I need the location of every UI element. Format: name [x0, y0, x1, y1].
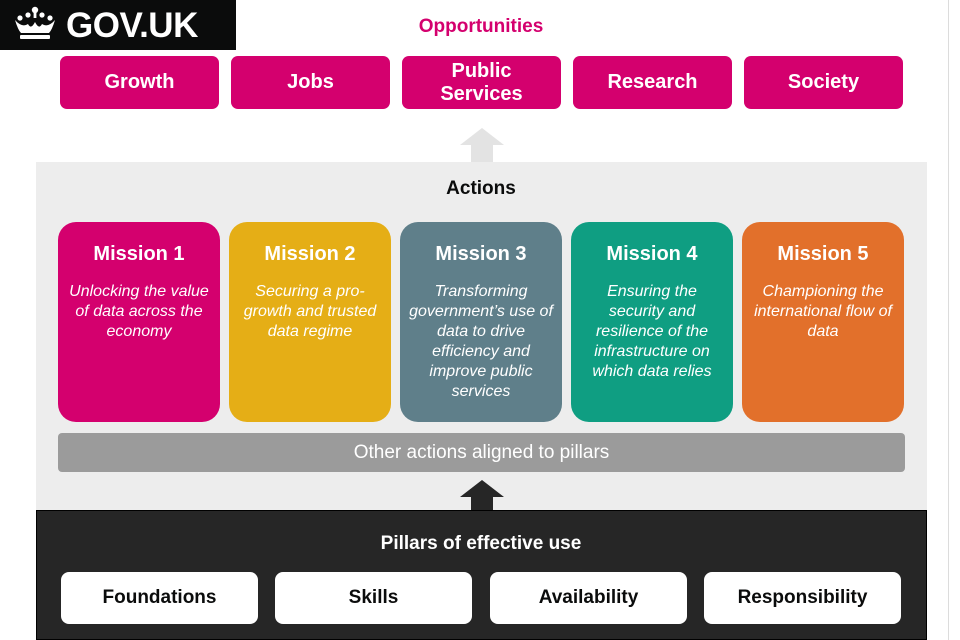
- pillar-foundations: Foundations: [61, 572, 258, 624]
- opportunity-research: Research: [573, 56, 732, 109]
- pillar-skills: Skills: [275, 572, 472, 624]
- arrow-up-dark-icon: [460, 480, 504, 516]
- mission-title: Mission 4: [606, 243, 698, 265]
- mission-title: Mission 2: [264, 243, 356, 265]
- arrow-up-light-icon: [460, 128, 504, 164]
- actions-title: Actions: [446, 178, 516, 199]
- mission-4-card: Mission 4 Ensuring the security and resi…: [571, 222, 733, 422]
- mission-description: Securing a pro-growth and trusted data r…: [243, 283, 377, 340]
- opportunity-society: Society: [744, 56, 903, 109]
- opportunity-growth: Growth: [60, 56, 219, 109]
- mission-description: Championing the international flow of da…: [754, 283, 892, 340]
- mission-2-card: Mission 2 Securing a pro-growth and trus…: [229, 222, 391, 422]
- mission-3-card: Mission 3 Transforming government’s use …: [400, 222, 562, 422]
- pillar-responsibility: Responsibility: [704, 572, 901, 624]
- govuk-logo-text: GOV.UK: [66, 5, 198, 45]
- crown-icon: [15, 6, 55, 39]
- opportunity-public-services: Public Services: [402, 56, 561, 109]
- pillar-availability: Availability: [490, 572, 687, 624]
- mission-description: Transforming government’s use of data to…: [409, 283, 553, 400]
- mission-title: Mission 1: [93, 243, 185, 265]
- opportunities-title: Opportunities: [418, 16, 544, 37]
- mission-title: Mission 3: [435, 243, 527, 265]
- other-actions-bar: Other actions aligned to pillars: [58, 433, 905, 472]
- opportunity-jobs: Jobs: [231, 56, 390, 109]
- mission-1-card: Mission 1 Unlocking the value of data ac…: [58, 222, 220, 422]
- mission-description: Ensuring the security and resilience of …: [592, 283, 712, 380]
- page-edge-rule: [948, 0, 949, 640]
- mission-title: Mission 5: [777, 243, 869, 265]
- govuk-header-logo[interactable]: GOV.UK: [0, 0, 236, 50]
- mission-5-card: Mission 5 Championing the international …: [742, 222, 904, 422]
- mission-description: Unlocking the value of data across the e…: [69, 283, 209, 340]
- pillars-title: Pillars of effective use: [380, 533, 582, 554]
